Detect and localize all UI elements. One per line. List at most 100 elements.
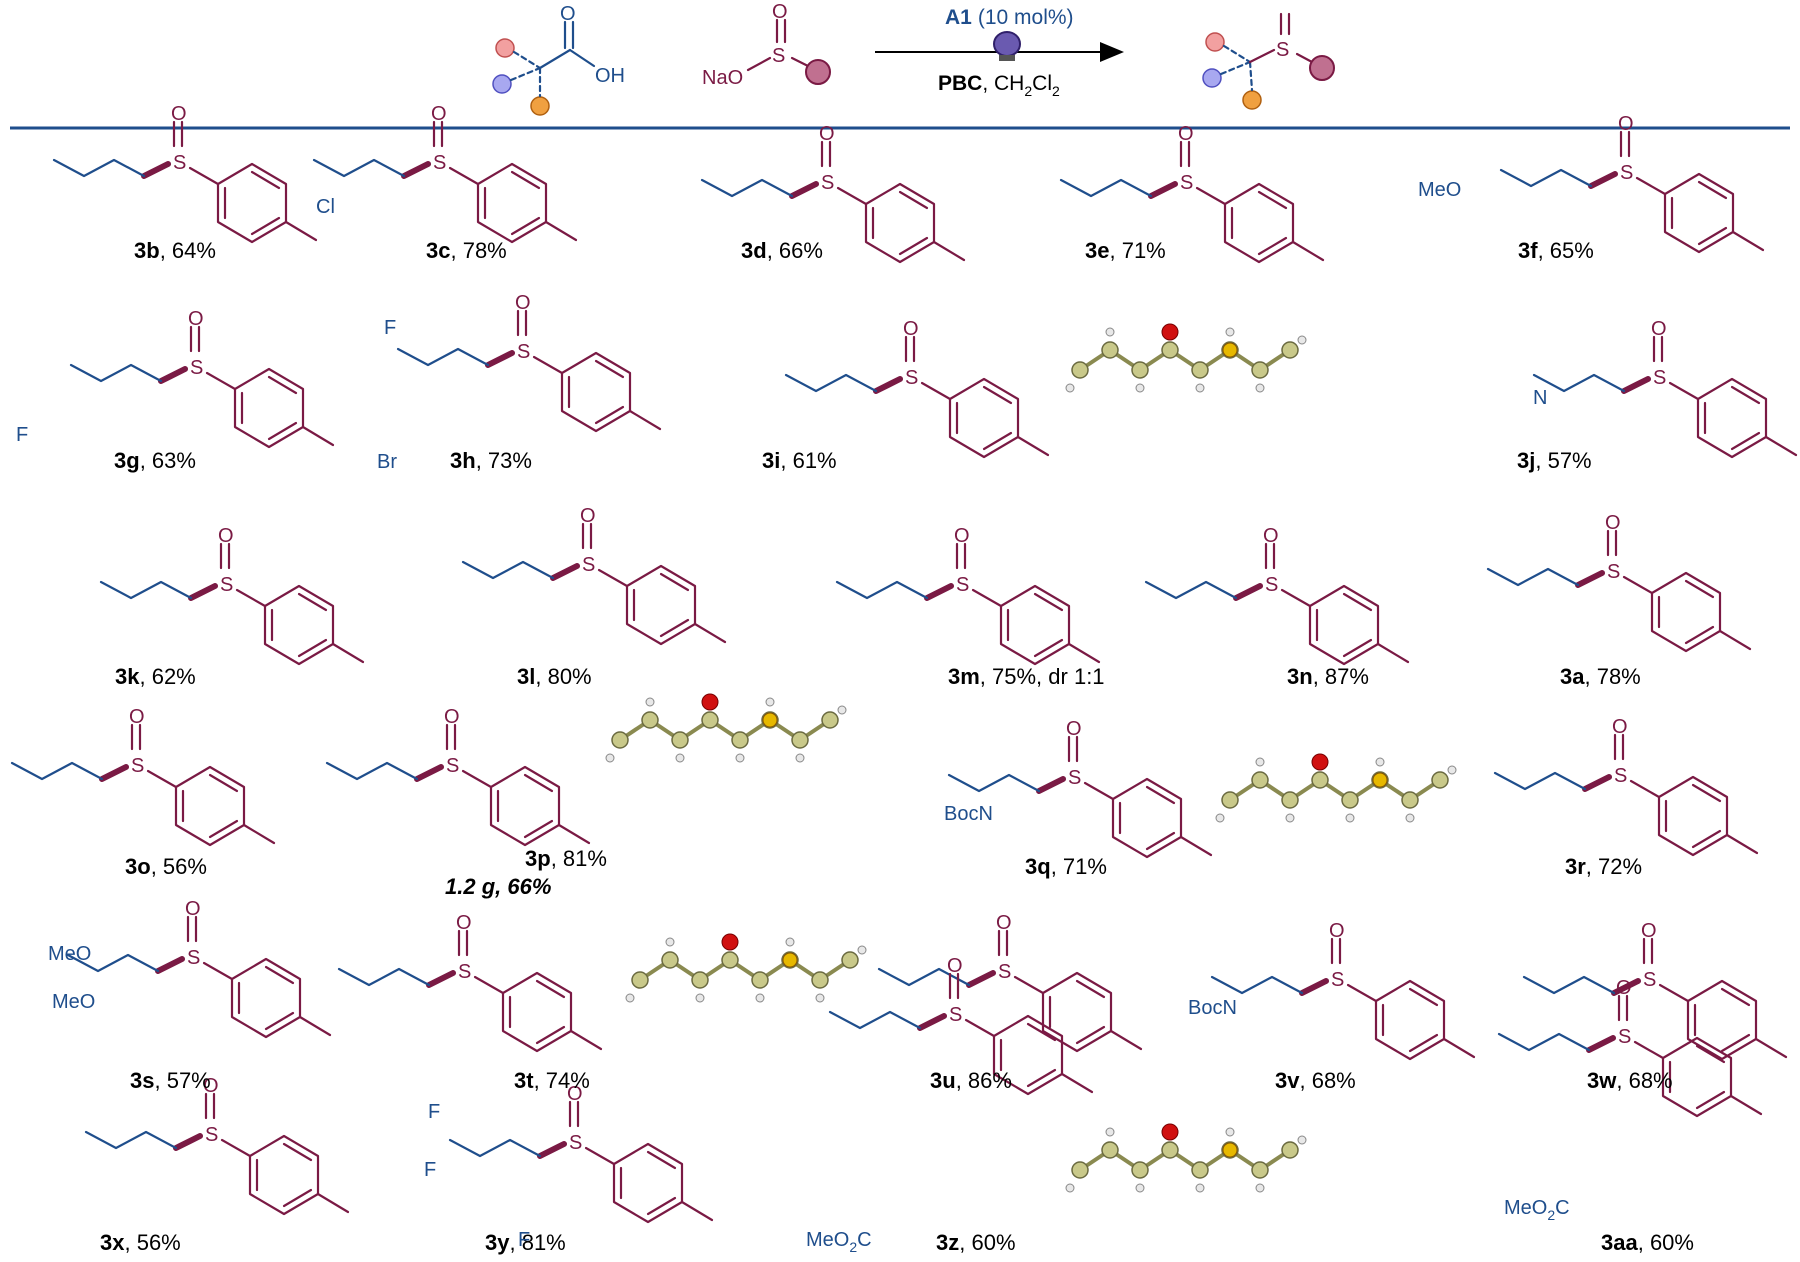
atom-meo2c-3z: MeO2C xyxy=(806,1229,872,1255)
atom-s: S xyxy=(187,947,200,969)
atom-o: O xyxy=(515,292,531,314)
xray-structure-3q xyxy=(1214,753,1458,824)
structure-3o: SO xyxy=(10,706,276,847)
compound-labels: 3b, 64%3c, 78%3d, 66%3e, 71%3f, 65%3g, 6… xyxy=(100,238,1694,1255)
product-sulfoxide: S xyxy=(1202,12,1335,110)
atom-o: O xyxy=(218,525,234,547)
compound-label-3y: 3y, 81% xyxy=(485,1230,566,1255)
structure-3h: SO xyxy=(396,292,662,433)
structure-3f: SO xyxy=(1499,113,1765,254)
atom-meo-3f: MeO xyxy=(1418,179,1461,201)
reaction-arrow: A1(10 mol%) PBC, CH2Cl2 xyxy=(875,6,1124,99)
atom-s-product: S xyxy=(1276,39,1289,61)
atom-s: S xyxy=(517,341,530,363)
atom-o: O xyxy=(129,706,145,728)
atom-s: S xyxy=(569,1132,582,1154)
atom-s: S xyxy=(173,152,186,174)
atom-s: S xyxy=(1620,162,1633,184)
atom-meo2c-3aa: MeO2C xyxy=(1504,1197,1570,1223)
compound-label-3q: 3q, 71% xyxy=(1025,854,1107,879)
atom-s: S xyxy=(1331,969,1344,991)
structure-3b: SO xyxy=(52,103,318,244)
atom-s: S xyxy=(905,367,918,389)
conditions-label: PBC, CH2Cl2 xyxy=(938,72,1060,99)
atom-s: S xyxy=(998,961,1011,983)
compound-label-3t: 3t, 74% xyxy=(514,1068,590,1093)
atom-s-reagent: S xyxy=(772,45,785,67)
atom-o: O xyxy=(947,955,963,977)
atom-o-reagent: O xyxy=(772,1,788,23)
atom-o: O xyxy=(567,1083,583,1105)
compound-label-3o: 3o, 56% xyxy=(125,854,207,879)
atom-o: O xyxy=(1329,920,1345,942)
structure-3j: SO xyxy=(1532,318,1798,459)
compound-label-3j: 3j, 57% xyxy=(1517,448,1592,473)
atom-s: S xyxy=(433,152,446,174)
atom-o: O xyxy=(1616,977,1632,999)
compound-label-3z: 3z, 60% xyxy=(936,1230,1016,1255)
atom-s: S xyxy=(821,172,834,194)
structure-3t: SO xyxy=(337,912,603,1053)
compound-label-3s: 3s, 57% xyxy=(130,1068,211,1093)
compound-label-3i: 3i, 61% xyxy=(762,448,837,473)
structure-3u: SO xyxy=(877,912,1143,1053)
atom-o: O xyxy=(431,103,447,125)
compound-label-3e: 3e, 71% xyxy=(1085,238,1166,263)
atom-s: S xyxy=(1265,574,1278,596)
atom-o: O xyxy=(954,525,970,547)
atom-s: S xyxy=(131,755,144,777)
structure-3m: SO xyxy=(835,525,1101,666)
structure-3e: SO xyxy=(1059,123,1325,264)
structure-3d: SO xyxy=(700,123,966,264)
atom-o: O xyxy=(456,912,472,934)
substituent-circle-orange xyxy=(530,96,550,116)
product-circle-pink xyxy=(1205,32,1225,52)
structure-3q: SO xyxy=(947,718,1213,859)
atom-f-3y-c: F xyxy=(518,1229,530,1251)
atom-s: S xyxy=(205,1124,218,1146)
atom-s: S xyxy=(1068,767,1081,789)
product-circle-purple xyxy=(1202,68,1222,88)
atom-oh: OH xyxy=(595,65,625,87)
atom-s: S xyxy=(1180,172,1193,194)
atom-nao: NaO xyxy=(702,67,743,89)
reactant-sodium-sulfinate: NaO S O xyxy=(702,1,831,89)
atom-s: S xyxy=(949,1004,962,1026)
structure-3r: SO xyxy=(1493,716,1759,857)
compound-label-3c: 3c, 78% xyxy=(426,238,507,263)
atom-o: O xyxy=(1605,512,1621,534)
atom-o: O xyxy=(996,912,1012,934)
atom-s: S xyxy=(1618,1026,1631,1048)
atom-o: O xyxy=(203,1075,219,1097)
substituent-circle-purple xyxy=(492,74,512,94)
structure-3w: SO xyxy=(1522,920,1788,1061)
atom-o: O xyxy=(1618,113,1634,135)
compound-label-3r: 3r, 72% xyxy=(1565,854,1642,879)
structure-3v: SO xyxy=(1210,920,1476,1061)
atom-meo-3s-a: MeO xyxy=(48,943,91,965)
atom-o: O xyxy=(560,3,576,25)
atom-s: S xyxy=(220,574,233,596)
xray-structure-3i xyxy=(1064,323,1308,394)
structure-3c: SO xyxy=(312,103,578,244)
compound-label-3l: 3l, 80% xyxy=(517,664,592,689)
compound-label-3h: 3h, 73% xyxy=(450,448,532,473)
atom-s: S xyxy=(956,574,969,596)
reactant-carboxylic-acid: O OH xyxy=(492,3,625,116)
atom-meo-3s-b: MeO xyxy=(52,991,95,1013)
structure-3aa: SO xyxy=(1497,977,1763,1118)
compound-label-3x: 3x, 56% xyxy=(100,1230,181,1255)
atom-s: S xyxy=(446,755,459,777)
atom-o: O xyxy=(1612,716,1628,738)
structure-3p: SO xyxy=(325,706,591,847)
atom-f-3y-a: F xyxy=(428,1101,440,1123)
substituent-atom-labels: Cl MeO F F Br N BocN BocN MeO MeO F F F … xyxy=(16,179,1570,1255)
product-aryl-circle xyxy=(1309,55,1335,81)
compound-label-3b: 3b, 64% xyxy=(134,238,216,263)
structure-3x: SO xyxy=(84,1075,350,1216)
structure-3s: SO xyxy=(66,898,332,1039)
atom-o: O xyxy=(188,308,204,330)
atom-o: O xyxy=(1641,920,1657,942)
atom-o: O xyxy=(1651,318,1667,340)
